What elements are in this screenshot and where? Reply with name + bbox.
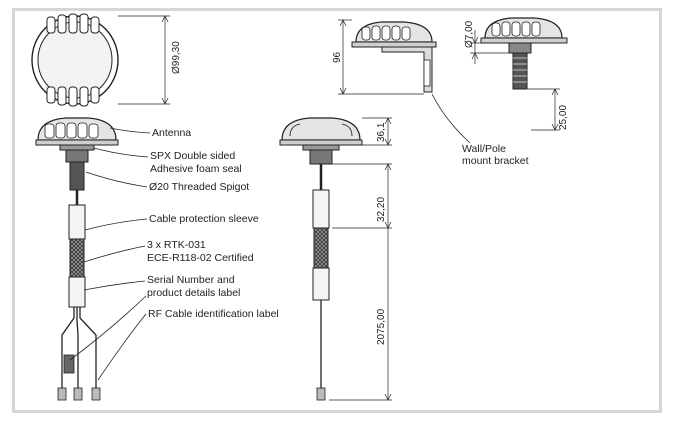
antenna-assembly-left bbox=[35, 117, 119, 401]
bracket-leader bbox=[431, 93, 471, 144]
callout-sleeve: Cable protection sleeve bbox=[149, 213, 259, 225]
antenna-top-view bbox=[31, 13, 170, 107]
callout-leaders bbox=[69, 127, 151, 381]
top-ribs-upper bbox=[46, 13, 100, 34]
callout-seal-line2: Adhesive foam seal bbox=[150, 163, 242, 175]
antenna-assembly-center bbox=[279, 117, 392, 401]
callout-spigot: Ø20 Threaded Spigot bbox=[149, 181, 249, 193]
callout-rf-label: RF Cable identification label bbox=[148, 308, 279, 320]
dim-diameter-top: Ø99,30 bbox=[171, 41, 182, 74]
dim-diameter-spigot: Ø7,00 bbox=[464, 20, 475, 48]
callout-bracket-line2: mount bracket bbox=[462, 155, 529, 167]
callout-serial-line1: Serial Number and bbox=[147, 274, 235, 286]
callout-antenna: Antenna bbox=[152, 127, 191, 139]
callout-serial-line2: product details label bbox=[147, 287, 240, 299]
top-ribs-lower bbox=[46, 86, 100, 107]
callout-bracket-line1: Wall/Pole bbox=[462, 143, 506, 155]
dim-bracket-depth: 25,00 bbox=[558, 105, 569, 130]
callout-rtk-line2: ECE-R118-02 Certified bbox=[147, 252, 254, 264]
dim-dome-height: 36,1 bbox=[376, 122, 387, 142]
dim-height-side: 96 bbox=[332, 51, 343, 63]
antenna-front-spigot-view bbox=[470, 17, 568, 131]
callout-rtk-line1: 3 x RTK-031 bbox=[147, 239, 206, 251]
drawing-frame bbox=[12, 8, 662, 413]
dim-spigot-length: 32,20 bbox=[376, 197, 387, 222]
callout-seal-line1: SPX Double sided bbox=[150, 150, 235, 162]
dim-cable-length: 2075,00 bbox=[376, 308, 387, 345]
antenna-side-bracket-view bbox=[338, 19, 437, 95]
